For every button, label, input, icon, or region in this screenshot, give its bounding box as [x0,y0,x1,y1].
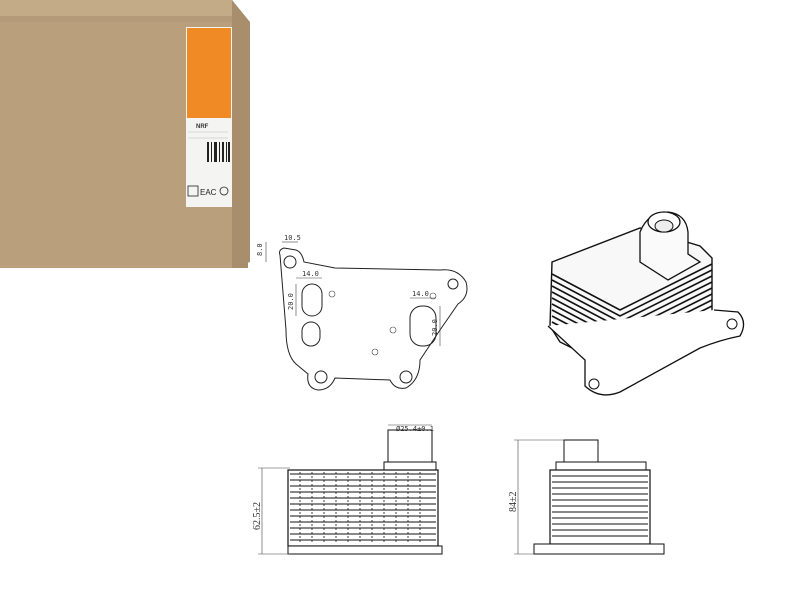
top-view-drawing: 8.0 10.5 14.0 20.0 14.0 20.0 [256,234,468,391]
dim-port: Ø25.4±0.1 [396,425,434,433]
dim-height-side: 84±2 [508,492,519,513]
dim-top-left: 8.0 [256,243,264,256]
dim-top-hole: 10.5 [284,234,301,242]
dim-slot-right-w: 14.0 [412,290,429,298]
box-brand-text: NRF [196,124,209,130]
recycle-icon [187,185,199,197]
barcode-icon [207,142,230,162]
front-view: Ø25.4±0.1 62.5±2 [252,424,443,555]
box-label: NRF EAC [186,27,232,207]
dim-slot-left-h: 20.0 [287,293,295,310]
dim-slot-left-w: 14.0 [302,270,319,278]
cert-marks-text: EAC [200,188,217,197]
side-view: 84±2 [508,439,665,555]
gear-mark-icon [219,186,229,196]
dim-slot-right-h: 20.0 [431,319,439,336]
isometric-view [547,211,745,396]
dim-height-front: 62.5±2 [252,502,263,530]
cardboard-box: NRF EAC [0,0,250,268]
